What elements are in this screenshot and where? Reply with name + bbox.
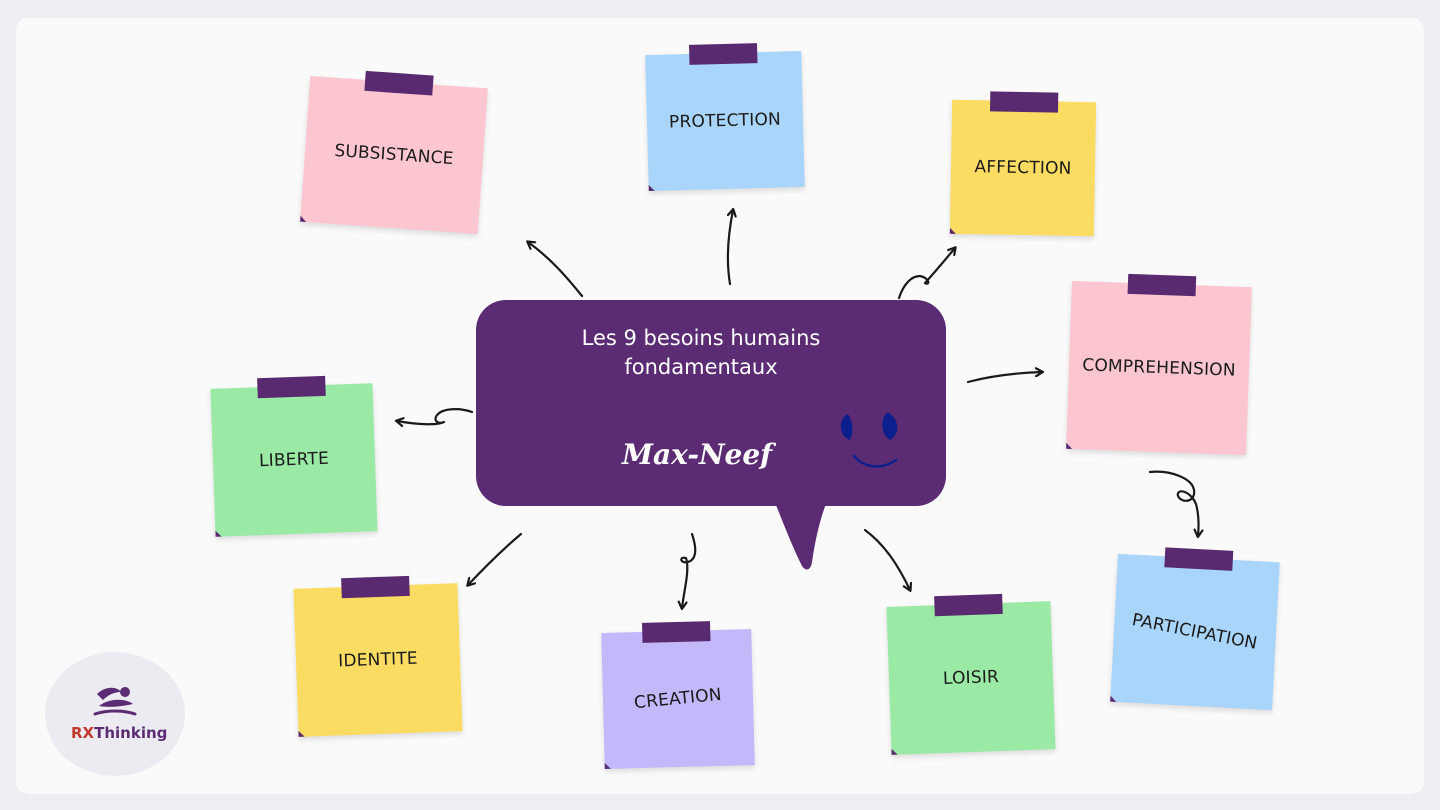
author-name: Max-Neef: [622, 438, 773, 471]
tape: [257, 375, 326, 399]
note-creation: CREATION: [601, 621, 755, 769]
note-label: LIBERTE: [258, 448, 330, 472]
arrow-to-loisir: [863, 528, 910, 590]
note-loisir: LOISIR: [886, 593, 1056, 755]
note-corner: [1110, 695, 1117, 702]
note-label: PROTECTION: [668, 109, 782, 133]
logo-figure-icon: [93, 687, 137, 716]
tape: [934, 593, 1003, 617]
logo-prefix: RX: [71, 724, 95, 742]
tape: [1127, 273, 1197, 297]
note-identite: IDENTITE: [293, 575, 463, 737]
tape: [989, 91, 1059, 113]
note-corner: [1066, 442, 1073, 450]
logo-suffix: Thinking: [94, 724, 168, 742]
arrow-to-comprehension: [966, 372, 1042, 384]
smiley-face-icon: [840, 412, 898, 468]
arrow-to-participation: [1148, 470, 1199, 536]
speech-bubble-tail: [770, 490, 832, 570]
note-label: SUBSISTANCE: [333, 140, 455, 170]
arrow-to-identite: [468, 532, 523, 585]
note-corner: [215, 530, 222, 537]
speech-bubble: Les 9 besoins humains fondamentaux Max-N…: [476, 300, 946, 506]
tape: [364, 70, 434, 96]
note-participation: PARTICIPATION: [1110, 547, 1280, 711]
rxthinking-logo: RXThinking: [45, 652, 185, 776]
note-corner: [949, 227, 956, 234]
tape: [341, 575, 410, 599]
note-corner: [648, 184, 655, 192]
note-corner: [604, 762, 611, 769]
note-label: COMPREHENSION: [1081, 355, 1237, 381]
logo-text: RXThinking: [71, 724, 167, 742]
tape: [1164, 547, 1234, 571]
note-label: CREATION: [633, 684, 723, 714]
arrow-to-creation: [681, 532, 697, 608]
note-label: PARTICIPATION: [1130, 610, 1260, 654]
arrow-to-liberte: [397, 408, 474, 424]
note-liberte: LIBERTE: [210, 375, 378, 537]
note-protection: PROTECTION: [645, 43, 805, 192]
note-comprehension: COMPREHENSION: [1066, 273, 1252, 456]
tape: [641, 621, 711, 643]
title-line-1: Les 9 besoins humains: [581, 326, 821, 350]
note-label: LOISIR: [942, 667, 1000, 689]
note-corner: [300, 215, 307, 223]
tape: [688, 43, 758, 65]
note-corner: [298, 730, 305, 737]
note-subsistance: SUBSISTANCE: [300, 70, 488, 235]
arrow-to-subsistance: [528, 242, 584, 298]
note-label: AFFECTION: [974, 157, 1072, 179]
arrow-to-affection: [897, 248, 955, 300]
note-affection: AFFECTION: [949, 91, 1097, 237]
arrow-to-protection: [726, 210, 733, 286]
note-corner: [891, 748, 898, 755]
diagram-title: Les 9 besoins humains fondamentaux: [476, 324, 926, 382]
note-label: IDENTITE: [337, 648, 419, 672]
title-line-2: fondamentaux: [624, 355, 778, 379]
